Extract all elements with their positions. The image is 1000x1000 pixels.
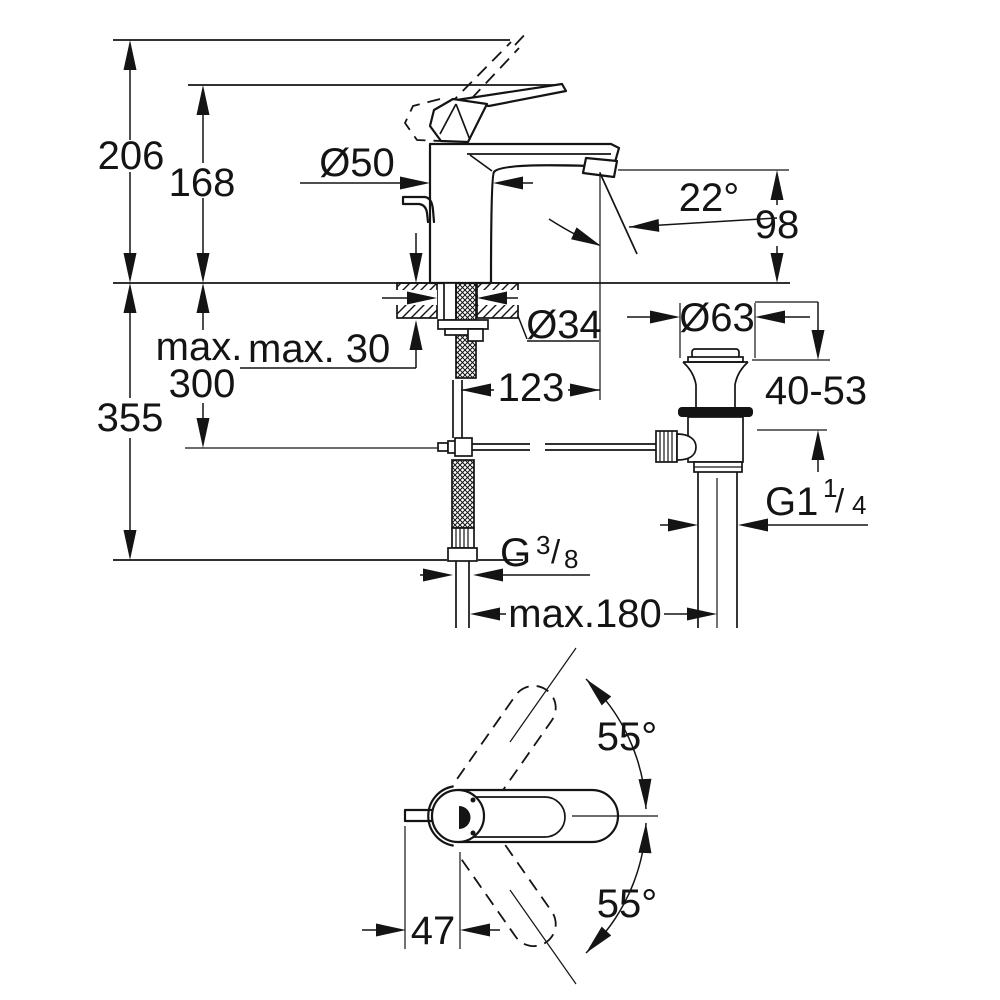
handle-raised-dashed — [404, 29, 530, 142]
dim-center-distance: max.180 — [508, 592, 661, 636]
waste-thread-slash: / — [835, 482, 845, 519]
supply-pipe — [452, 380, 463, 438]
washer-tab — [467, 328, 484, 342]
stream-line — [599, 172, 638, 255]
tailpipe — [697, 472, 738, 628]
dim-hose-max-word: max. — [156, 325, 243, 369]
popup-rod-handle — [401, 195, 436, 224]
dim-stream-angle: 22° — [679, 176, 740, 220]
hose-tail — [455, 561, 470, 628]
dim-swivel-lower: 55° — [597, 882, 658, 926]
flex-hose — [451, 459, 475, 529]
waste-thread-denominator: 4 — [852, 490, 866, 520]
rod-fitting-c — [454, 437, 473, 457]
dim-waste-thread: G1 1 / 4 — [765, 473, 866, 524]
dimension-lines — [123, 40, 868, 621]
supply-thread-denominator: 8 — [564, 544, 578, 574]
waste-thread-base: G1 — [765, 480, 818, 524]
waste-flange — [678, 407, 753, 417]
dim-spout-reach: 123 — [498, 366, 565, 410]
dim-height-to-spout: 168 — [169, 161, 236, 205]
handle-top-view — [362, 647, 658, 985]
dim-hole-diameter: Ø34 — [526, 303, 602, 347]
dimension-labels: 206 168 355 max. 300 max. 30 Ø50 Ø34 Ø63… — [97, 134, 868, 953]
dim-deck-thickness: max. 30 — [248, 327, 390, 371]
cap-d-mark — [459, 806, 471, 829]
supply-thread-numerator: 3 — [536, 530, 550, 560]
mounting-nut — [437, 319, 489, 330]
handle-cap — [428, 97, 489, 144]
hose-nut — [447, 547, 478, 562]
handle-cap-detail — [439, 103, 471, 141]
supply-thread-base: G — [500, 531, 531, 575]
dim-outlet-height: 98 — [755, 203, 800, 247]
spout-aerator — [581, 156, 619, 179]
dim-supply-thread: G 3 / 8 — [500, 530, 578, 575]
waste-body — [687, 416, 744, 463]
rod-fitting-a — [437, 442, 449, 452]
dim-waste-diameter: Ø63 — [679, 296, 755, 340]
hose-knurl — [451, 527, 475, 549]
waste-knob — [655, 430, 678, 463]
dim-swivel-upper: 55° — [597, 715, 658, 759]
popup-horizontal-rod — [472, 443, 656, 451]
dim-base-diameter: Ø50 — [319, 141, 395, 185]
shank — [443, 282, 457, 321]
spout-ledge-line — [467, 153, 611, 172]
supply-thread-slash: / — [551, 533, 561, 570]
knob-connector — [676, 433, 697, 461]
supply-assembly — [437, 282, 656, 628]
dim-overall-height: 206 — [98, 134, 165, 178]
lever-inner-outline — [462, 796, 566, 838]
waste-thread-numerator: 1 — [823, 473, 837, 503]
waste-neck — [682, 361, 749, 407]
dim-total-depth: 355 — [97, 396, 164, 440]
drain-valve-assembly — [655, 348, 753, 628]
dim-lever-offset: 47 — [411, 909, 456, 953]
faucet-side-view — [401, 29, 621, 285]
dim-clamping-range: 40-53 — [765, 369, 867, 413]
dim-hose-max-value: 300 — [169, 362, 236, 406]
handle-cap-circle — [430, 788, 486, 844]
